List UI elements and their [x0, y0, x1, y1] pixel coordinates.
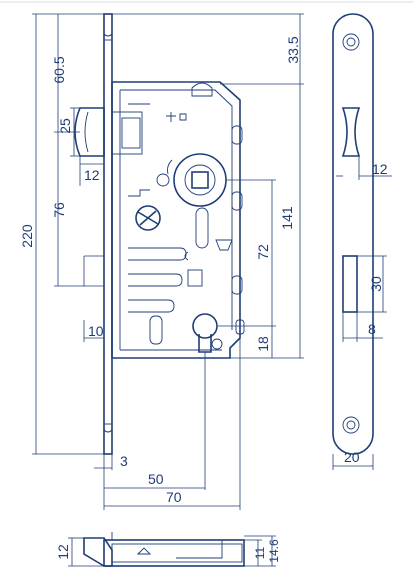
- spindle-hub: [156, 153, 227, 207]
- dim-label-70: 70: [166, 489, 182, 505]
- dim-label-3: 3: [120, 453, 128, 469]
- dimension-lines-bottom: [68, 535, 276, 567]
- dim-label-18: 18: [255, 336, 271, 352]
- dim-label-220: 220: [19, 224, 35, 248]
- dim-label-25: 25: [57, 118, 73, 134]
- dimension-labels: 60.5 33.5 220 25 12 76 141 72 10 18 3 50…: [19, 36, 388, 563]
- dim-label-33-5: 33.5: [285, 36, 301, 63]
- small-block: [187, 269, 203, 287]
- lock-body: [74, 81, 245, 359]
- dim-label-11: 11: [253, 546, 267, 559]
- screw-cross: [135, 205, 161, 231]
- dim-label-12-bottom: 12: [55, 544, 71, 560]
- dim-label-60-5: 60.5: [51, 56, 67, 83]
- faceplate-front-strip: [103, 13, 113, 455]
- latch-bolt: [74, 103, 150, 157]
- dim-label-12-side: 12: [372, 161, 388, 177]
- dim-label-20: 20: [344, 449, 360, 465]
- keyhole: [192, 313, 223, 353]
- dim-label-76: 76: [51, 202, 67, 218]
- dim-label-14-6: 14.6: [267, 539, 281, 563]
- dim-label-141: 141: [279, 206, 295, 230]
- dim-label-50: 50: [148, 471, 164, 487]
- dim-label-72: 72: [255, 244, 271, 260]
- dimension-lines-front: [32, 13, 304, 510]
- dim-label-12-latch: 12: [84, 167, 100, 183]
- faceplate-side-view: [332, 13, 374, 455]
- dim-label-30: 30: [368, 276, 384, 292]
- dimension-lines-side: [332, 156, 392, 470]
- dim-label-10: 10: [88, 323, 104, 339]
- dim-label-8: 8: [368, 321, 376, 337]
